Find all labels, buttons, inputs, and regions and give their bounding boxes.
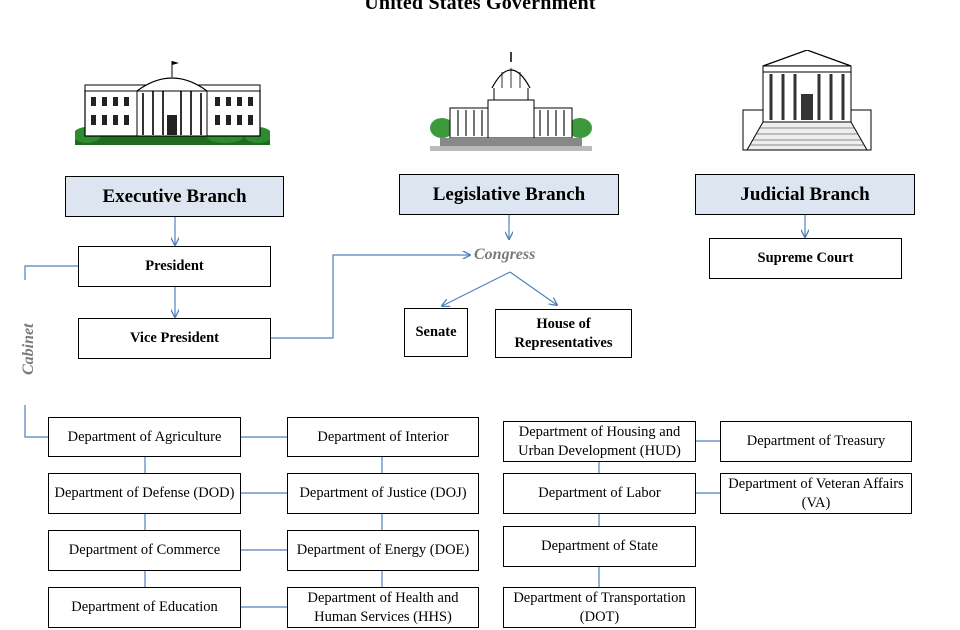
congress-label: Congress	[474, 246, 536, 263]
dept-commerce: Department of Commerce	[48, 530, 241, 571]
connector-vp-congress	[270, 255, 470, 339]
house-box: House of Representatives	[495, 309, 632, 358]
supreme-court-icon	[742, 50, 872, 151]
dept-treasury: Department of Treasury	[720, 421, 912, 462]
connector-cabinet-top	[24, 265, 78, 280]
connector-congress-senate	[442, 271, 511, 306]
senate-box: Senate	[404, 308, 468, 357]
dept-interior: Department of Interior	[287, 417, 479, 457]
white-house-icon	[75, 61, 270, 145]
dept-labor: Department of Labor	[503, 473, 696, 514]
dept-hhs: Department of Health and Human Services …	[287, 587, 479, 628]
capitol-icon	[430, 52, 592, 151]
connector-cabinet-bottom	[24, 405, 48, 438]
judicial-branch-box: Judicial Branch	[695, 174, 915, 215]
vice-president-box: Vice President	[78, 318, 271, 359]
diagram-title: United States Government	[364, 0, 596, 14]
legislative-branch-box: Legislative Branch	[399, 174, 619, 215]
dept-agriculture: Department of Agriculture	[48, 417, 241, 457]
dept-education: Department of Education	[48, 587, 241, 628]
dept-energy: Department of Energy (DOE)	[287, 530, 479, 571]
president-box: President	[78, 246, 271, 287]
dept-hud: Department of Housing and Urban Developm…	[503, 421, 696, 462]
cabinet-label: Cabinet	[20, 323, 37, 375]
dept-defense: Department of Defense (DOD)	[48, 473, 241, 514]
dept-justice: Department of Justice (DOJ)	[287, 473, 479, 514]
supreme-court-box: Supreme Court	[709, 238, 902, 279]
executive-branch-box: Executive Branch	[65, 176, 284, 217]
dept-transportation: Department of Transportation (DOT)	[503, 587, 696, 628]
dept-state: Department of State	[503, 526, 696, 567]
dept-veteran-affairs: Department of Veteran Affairs (VA)	[720, 473, 912, 514]
connector-congress-house	[509, 271, 557, 305]
